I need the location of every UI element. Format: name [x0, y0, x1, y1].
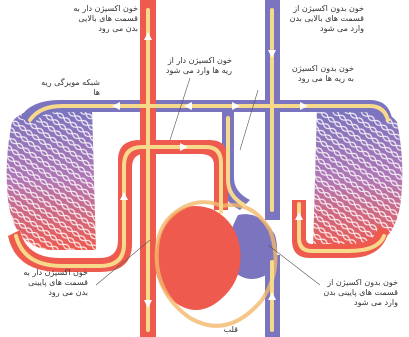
label-oxygenated-to-upper-body: خون اکسیژن دار به قسمت های بالایی بدن می… — [72, 4, 138, 34]
label-heart: قلب — [214, 325, 238, 335]
left-lung-capillaries — [7, 108, 96, 250]
right-lung-capillaries — [313, 108, 402, 250]
label-oxygenated-from-lungs: خون اکسیژن دار از ریه ها وارد می شود — [162, 56, 232, 76]
label-deoxygenated-to-lungs: خون بدون اکسیژن به ریه ها می رود — [284, 64, 354, 84]
label-oxygenated-to-lower-body: خون اکسیژن دار به قسمت های پایینی بدن می… — [18, 268, 88, 298]
label-deoxygenated-from-upper-body: خون بدون اکسیژن از قسمت های بالایی بدن و… — [286, 4, 364, 34]
label-lung-capillary-network: شبکه مویرگی ریه ها — [32, 78, 100, 98]
label-deoxygenated-from-lower-body: خون بدون اکسیژن از قسمت های پایینی بدن و… — [318, 278, 398, 308]
